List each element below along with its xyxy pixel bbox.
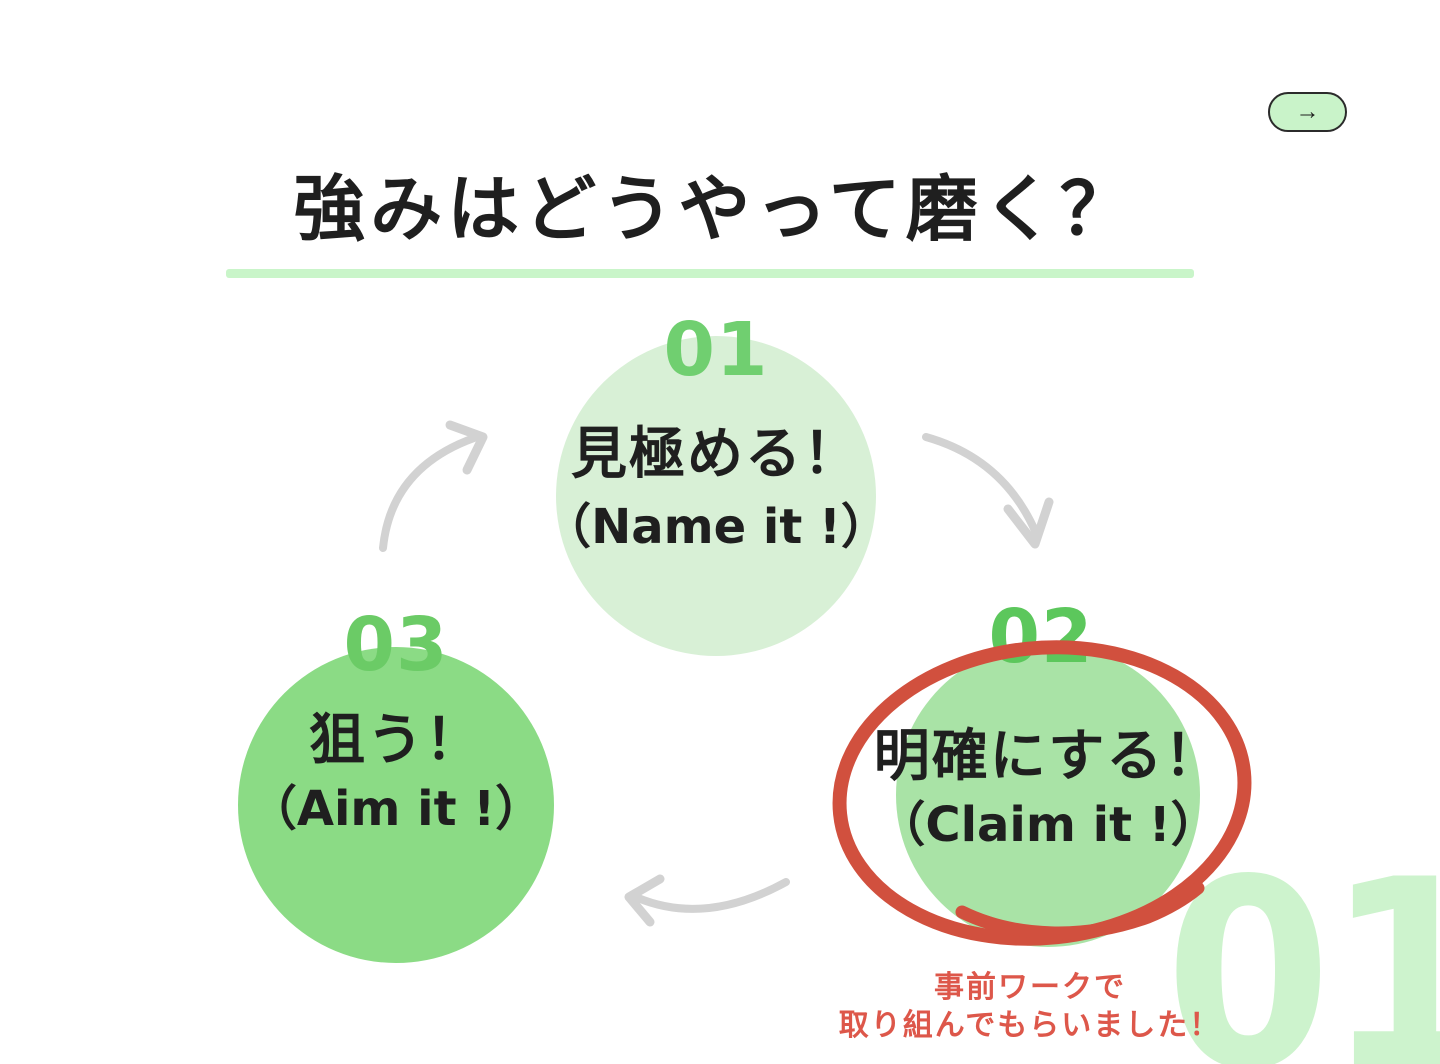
- step-1-label: 見極める！: [571, 422, 861, 487]
- step-2-label: 明確にする！: [873, 724, 1223, 789]
- pre-work-note-line1: 事前ワークで: [934, 970, 1126, 1005]
- step-3-sublabel: （Aim it !）: [248, 781, 544, 837]
- pre-work-note: 事前ワークで 取り組んでもらいました！: [780, 969, 1280, 1045]
- cycle-arrow-2-to-3: [634, 878, 790, 913]
- step-1-number: 01: [663, 307, 769, 393]
- step-1-sublabel: （Name it !）: [543, 499, 889, 555]
- next-button[interactable]: →: [1268, 92, 1347, 132]
- step-3-circle: [238, 647, 554, 963]
- step-3-label: 狙う！: [309, 708, 483, 773]
- right-arrow-icon: →: [1295, 98, 1320, 125]
- step-2-number: 02: [988, 594, 1094, 680]
- cycle-arrow-2-to-3-head: [624, 874, 665, 927]
- step-1-circle: [556, 336, 876, 656]
- cycle-arrow-1-to-2-head: [1003, 497, 1054, 549]
- step-3-number: 03: [343, 602, 449, 688]
- cycle-arrow-3-to-1: [379, 434, 478, 552]
- slide-title: 強みはどうやって磨く？: [293, 167, 1137, 251]
- pre-work-note-line2: 取り組んでもらいました！: [838, 1008, 1222, 1043]
- step-2-circle: [896, 643, 1200, 947]
- step-2-sublabel: （Claim it !）: [877, 797, 1219, 853]
- title-underline: [226, 269, 1194, 278]
